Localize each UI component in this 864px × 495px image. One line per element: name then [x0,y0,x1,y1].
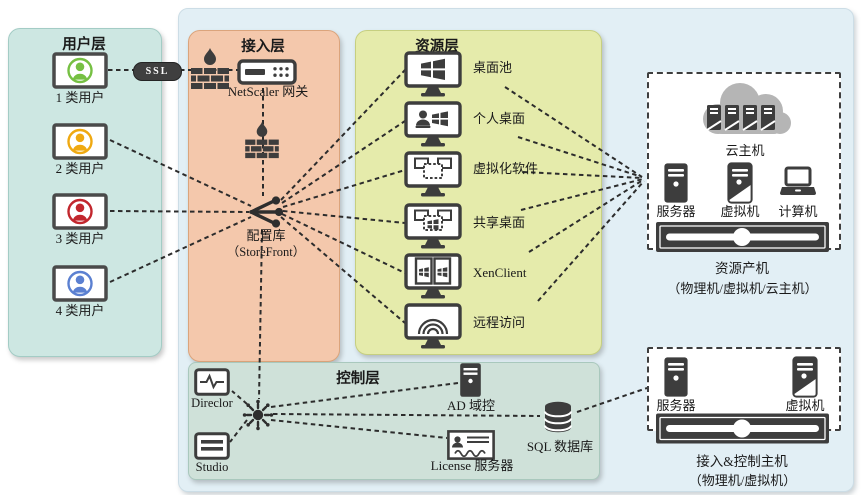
vm-label: 虚拟机 [785,398,825,413]
server-tower-icon [664,163,688,203]
resource-item-label: 虚拟化软件 [473,161,539,176]
license-server-label: License 服务器 [430,458,514,473]
shared-desktop-icon [404,203,462,249]
virtual-machine-icon [792,356,818,398]
access-layer-title: 接入层 [241,39,285,55]
storefront-sublabel: （StoreFront） [226,245,306,259]
virtual-machine-icon [727,162,753,204]
control-layer-title: 控制层 [336,371,380,387]
user-item-label: 2 类用户 [55,161,105,176]
virtualization-software-icon [404,151,462,197]
layer-resource [355,30,602,355]
xenclient-icon [404,253,462,299]
cloud-host-icon [703,83,791,134]
user-item [52,265,108,302]
server-label: 服务器 [656,204,696,219]
ad-domain-label: AD 域控 [446,398,496,413]
user-monitor-icon [52,265,108,302]
pc-label: 计算机 [778,204,818,219]
access-host-caption: 接入&控制主机 [696,454,788,469]
resource-layer-title: 资源层 [415,39,459,55]
rack-slider-icon [656,222,829,252]
delivery-controller-hub-icon [242,399,274,431]
storefront-label: 配置库 [246,228,286,243]
user-monitor-icon [52,123,108,160]
resource-item-label: XenClient [473,265,527,280]
firewall-icon [191,48,229,89]
layer-control [188,362,600,480]
resource-item-label: 远程访问 [473,315,526,330]
desktop-pool-icon [404,51,462,97]
server-label: 服务器 [656,398,696,413]
rack-slider-icon [656,413,829,444]
user-item-label: 1 类用户 [55,90,105,105]
studio-label: Studio [195,460,229,474]
user-monitor-icon [52,193,108,230]
remote-access-icon [404,303,462,349]
director-label: Direclor [191,396,233,410]
server-tower-icon [664,357,688,397]
netscaler-gateway-icon [237,59,297,85]
user-item [52,52,108,89]
resource-item-label: 个人桌面 [473,111,526,126]
resource-host-caption: 资源产机 [715,261,769,276]
sql-database-label: SQL 数据库 [526,439,594,454]
director-icon [194,368,230,396]
laptop-icon [780,166,816,195]
user-monitor-icon [52,52,108,89]
user-item [52,193,108,230]
studio-icon [194,432,230,460]
sql-database-icon [544,401,572,433]
user-item-label: 4 类用户 [55,303,105,318]
vm-label: 虚拟机 [720,204,760,219]
license-server-icon [447,430,495,460]
firewall-icon [245,121,279,159]
storefront-broker-icon [249,196,284,228]
resource-item-label: 共享桌面 [473,215,526,230]
user-item-label: 3 类用户 [55,231,105,246]
personal-desktop-icon [404,101,462,147]
user-layer-title: 用户层 [62,37,106,53]
cloud-host-label: 云主机 [725,143,765,158]
ssl-badge: SSL [133,62,182,81]
ad-domain-controller-icon [460,363,481,397]
resource-host-subcaption: （物理机/虚拟机/云主机） [667,281,818,296]
access-host-subcaption: （物理机/虚拟机） [688,473,797,488]
netscaler-gateway-label: NetScaler 网关 [227,84,309,99]
resource-item-label: 桌面池 [473,60,513,75]
user-item [52,123,108,160]
